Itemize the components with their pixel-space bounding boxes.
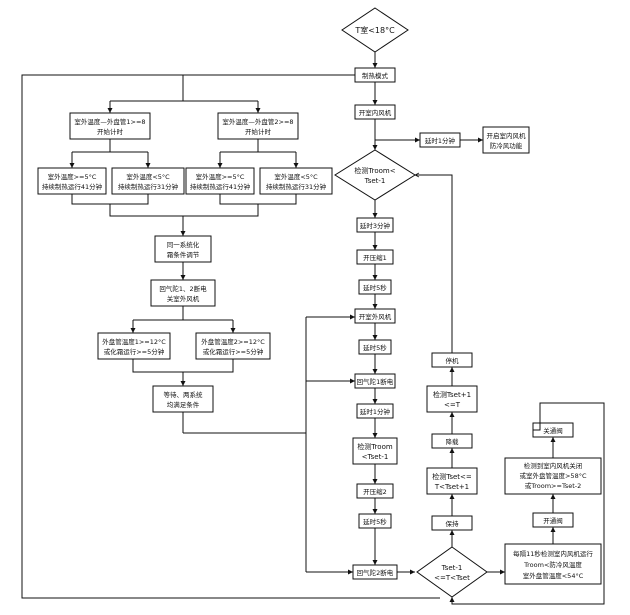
maintain-text: 保持 <box>446 519 460 528</box>
compressor1-on-text: 开压缩1 <box>363 253 387 262</box>
check-tset-plus1-line2: <=T <box>444 401 461 409</box>
anti-cold-wind-box: 开启室内风机 防冷风功能 <box>482 126 530 154</box>
maintain-box: 保持 <box>431 515 473 531</box>
defrost1-start-line1: 室外温度—外盘管1>=8 <box>74 117 145 126</box>
delay-1min-box: 延时1分钟 <box>419 132 461 148</box>
cond-2a-box: 室外温度>=5°C 持续制热运行41分钟 <box>185 167 255 195</box>
delay-3min-box: 延时3分钟 <box>356 217 394 233</box>
cond-2b-box: 室外温度<5°C 持续制热运行31分钟 <box>259 167 333 195</box>
delay-5s-text-a: 延时5秒 <box>363 283 387 292</box>
delay-5s-text-b: 延时5秒 <box>363 343 387 352</box>
range-check-line2: <=T<Tset <box>434 574 470 582</box>
compressor1-on-box: 开压缩1 <box>356 249 394 265</box>
detect-troom2-line2: <Tset-1 <box>362 453 389 461</box>
bypass-on-line2: 关室外风机 <box>167 294 200 303</box>
bypass-valve1-off-box: 回气陀1断电 <box>354 373 396 389</box>
indoor-fan-on-text: 开室内风机 <box>359 108 392 117</box>
delay-5s-box-a: 延时5秒 <box>358 279 392 295</box>
reduce-load-text: 降载 <box>446 437 460 446</box>
open-valve-text: 开通阀 <box>543 516 563 525</box>
defrost2-start-line2: 开始计时 <box>245 127 272 136</box>
wait-exit-line1: 等待、两系统 <box>164 390 204 399</box>
defrost2-start-line1: 室外温度—外盘管2>=8 <box>222 117 293 126</box>
defrost1-start-box: 室外温度—外盘管1>=8 开始计时 <box>69 112 151 140</box>
bypass-valve2-off-text: 回气陀2断电 <box>357 568 394 577</box>
cond-1b-line1: 室外温度<5°C <box>126 172 170 181</box>
bypass-valve1-off-text: 回气陀1断电 <box>357 377 394 386</box>
anti-cold-wind-line2: 防冷风功能 <box>490 141 523 150</box>
close-condition-box: 检测到室内风机关闭 或室外盘管温度>58°C 或Troom>=Tset-2 <box>504 457 602 495</box>
close-cond-line3: 或Troom>=Tset-2 <box>525 481 582 490</box>
heat-mode-box: 制热模式 <box>354 67 396 83</box>
cond-2b-line2: 持续制热运行31分钟 <box>266 182 327 191</box>
detect-troom2-line1: 检测Troom <box>357 442 393 451</box>
cond-2a-line2: 持续制热运行41分钟 <box>190 182 251 191</box>
range-check-line1: Tset-1 <box>441 564 463 572</box>
exit-condition-2-box: 外盘管温度2>=12°C 或化霜运行>=5分钟 <box>195 332 271 360</box>
detect-troom-line1: 检测Troom< <box>354 166 395 175</box>
sync-defrost-line2: 霜条件调节 <box>167 250 200 259</box>
delay-1min-text-b: 延时1分钟 <box>360 407 391 416</box>
heat-mode-text: 制热模式 <box>362 71 389 80</box>
detect-troom2-box: 检测Troom <Tset-1 <box>352 437 398 465</box>
compressor2-on-box: 开压缩2 <box>356 483 394 499</box>
delay-1min-text: 延时1分钟 <box>425 136 456 145</box>
delay-3min-text: 延时3分钟 <box>360 221 391 230</box>
indoor-fan-on-box: 开室内风机 <box>354 104 396 120</box>
wait-exit-line2: 均满足条件 <box>167 400 200 409</box>
start-condition-diamond: T室<18°C <box>341 7 409 53</box>
cond-1b-box: 室外温度<5°C 持续制热运行31分钟 <box>111 167 185 195</box>
delay-5s-text-c: 延时5秒 <box>363 517 387 526</box>
delay-5s-box-b: 延时5秒 <box>358 339 392 355</box>
check-tset-plus1-box: 检测Tset+1 <=T <box>426 385 478 413</box>
start-condition-text: T室<18°C <box>354 25 395 35</box>
defrost2-start-box: 室外温度—外盘管2>=8 开始计时 <box>217 112 299 140</box>
check-tset-range-box: 检测Tset<= T<Tset+1 <box>426 467 478 495</box>
exit-cond-2-line2: 或化霜运行>=5分钟 <box>203 347 264 356</box>
reduce-load-box: 降载 <box>431 433 473 449</box>
range-check-diamond: Tset-1 <=T<Tset <box>416 546 488 598</box>
outdoor-fan-on-box: 开室外风机 <box>354 308 396 324</box>
bypass-valve2-off-box: 回气陀2断电 <box>352 564 398 580</box>
exit-cond-1-line1: 外盘管温度1>=12°C <box>102 337 166 346</box>
defrost1-start-line2: 开始计时 <box>97 127 124 136</box>
close-valve-box: 关通阀 <box>532 422 574 438</box>
anti-cold-wind-line1: 开启室内风机 <box>487 131 527 140</box>
watermark: 头条 @空调百家 <box>500 586 588 601</box>
stop-box: 停机 <box>431 352 473 368</box>
exit-cond-1-line2: 或化霜运行>=5分钟 <box>104 347 165 356</box>
cond-1a-box: 室外温度>=5°C 持续制热运行41分钟 <box>37 167 107 195</box>
exit-condition-1-box: 外盘管温度1>=12°C 或化霜运行>=5分钟 <box>97 332 171 360</box>
wait-exit-box: 等待、两系统 均满足条件 <box>152 385 214 413</box>
bypass-on-line1: 回气陀1、2断电 <box>159 284 207 293</box>
cond-2a-line1: 室外温度>=5°C <box>196 172 245 181</box>
check-tset-range-line1: 检测Tset<= <box>432 472 472 481</box>
open-valve-box: 开通阀 <box>532 512 574 528</box>
fan-stop-cond-line3: 室外盘管温度<54°C <box>523 571 584 580</box>
check-tset-plus1-line1: 检测Tset+1 <box>433 390 471 399</box>
sync-defrost-line1: 同一系统化 <box>167 240 200 249</box>
cond-1a-line2: 持续制热运行41分钟 <box>42 182 103 191</box>
delay-1min-box-b: 延时1分钟 <box>356 403 394 419</box>
cond-1b-line2: 持续制热运行31分钟 <box>118 182 179 191</box>
exit-cond-2-line1: 外盘管温度2>=12°C <box>201 337 265 346</box>
check-tset-range-line2: T<Tset+1 <box>434 483 469 491</box>
outdoor-fan-on-text: 开室外风机 <box>359 312 392 321</box>
fan-stop-condition-box: 每隔11秒检测室内风机运行 Troom<防冷风温度 室外盘管温度<54°C <box>504 543 602 585</box>
fan-stop-cond-line2: Troom<防冷风温度 <box>523 560 582 569</box>
sync-defrost-box: 同一系统化 霜条件调节 <box>154 235 212 263</box>
bypass-on-box: 回气陀1、2断电 关室外风机 <box>150 279 216 307</box>
detect-troom-diamond: 检测Troom< Tset-1 <box>334 149 416 201</box>
close-cond-line1: 检测到室内风机关闭 <box>524 461 583 470</box>
stop-text: 停机 <box>446 356 460 365</box>
fan-stop-cond-line1: 每隔11秒检测室内风机运行 <box>513 549 593 558</box>
cond-2b-line1: 室外温度<5°C <box>274 172 318 181</box>
close-valve-text: 关通阀 <box>543 426 563 435</box>
close-cond-line2: 或室外盘管温度>58°C <box>519 471 586 480</box>
compressor2-on-text: 开压缩2 <box>363 487 387 496</box>
detect-troom-line2: Tset-1 <box>364 177 386 185</box>
cond-1a-line1: 室外温度>=5°C <box>48 172 97 181</box>
delay-5s-box-c: 延时5秒 <box>358 513 392 529</box>
